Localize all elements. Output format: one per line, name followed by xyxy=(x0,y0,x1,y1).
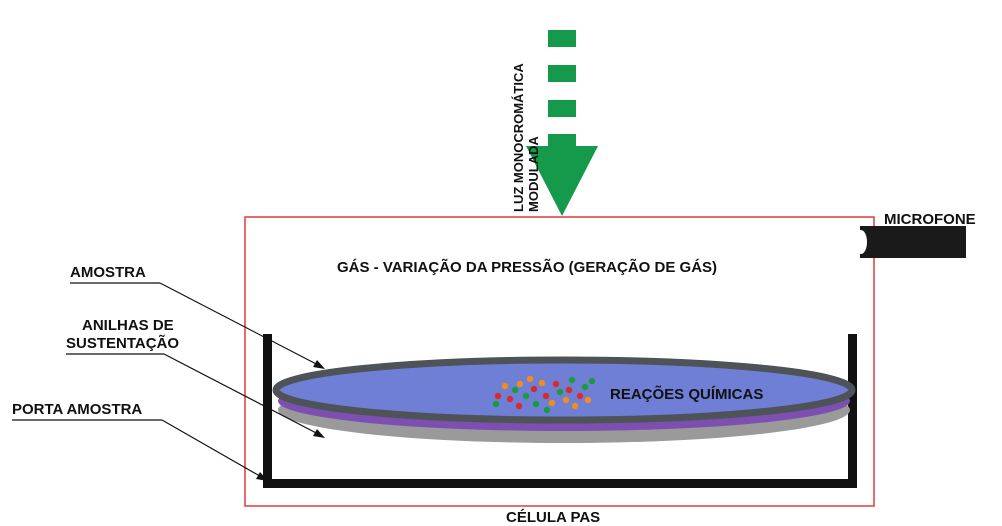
reaction-particles xyxy=(492,375,596,414)
particle xyxy=(516,380,524,388)
particle xyxy=(588,377,596,385)
modulated-light-arrow xyxy=(526,30,598,216)
particle xyxy=(576,392,584,400)
particle xyxy=(543,406,551,414)
particle xyxy=(548,399,556,407)
pas-cell-outline xyxy=(244,216,875,507)
sample-leader-line xyxy=(159,282,323,368)
sample-holder-arrowhead xyxy=(256,472,268,481)
particle xyxy=(511,386,519,394)
particle xyxy=(501,382,509,390)
sample-disc xyxy=(272,356,856,424)
particle xyxy=(494,392,502,400)
gas-label: GÁS - VARIAÇÃO DA PRESSÃO (GERAÇÃO DE GÁ… xyxy=(337,258,717,276)
particle xyxy=(522,392,530,400)
reactions-label: REAÇÕES QUÍMICAS xyxy=(610,385,763,403)
particle xyxy=(515,402,523,410)
arrow-head xyxy=(526,146,598,216)
sample-arrowhead xyxy=(313,360,325,369)
particle xyxy=(568,376,576,384)
particle xyxy=(492,400,500,408)
support-rings-arrowhead xyxy=(313,429,325,438)
particle xyxy=(530,385,538,393)
microphone-label: MICROFONE xyxy=(884,211,976,228)
cell-label: CÉLULA PAS xyxy=(506,509,600,526)
microphone-icon xyxy=(860,226,966,258)
particle xyxy=(552,380,560,388)
sample-holder-leader-line xyxy=(161,419,266,480)
light-label-line-1: LUZ MONOCROMÁTICA xyxy=(511,63,526,212)
microphone-end xyxy=(855,230,867,254)
particle xyxy=(532,400,540,408)
light-label-line-2: MODULADA xyxy=(526,136,541,212)
particle xyxy=(584,396,592,404)
particle xyxy=(565,386,573,394)
arrow-dash-1 xyxy=(548,30,576,47)
arrow-dash-3 xyxy=(548,100,576,117)
support-rings-label-line-1: ANILHAS DE xyxy=(82,317,174,334)
particle xyxy=(556,388,564,396)
sample-holder-label: PORTA AMOSTRA xyxy=(12,401,142,418)
particle xyxy=(571,402,579,410)
arrow-dash-2 xyxy=(548,65,576,82)
support-rings-leader-line xyxy=(163,353,323,437)
sample-label: AMOSTRA xyxy=(70,264,146,281)
particle xyxy=(562,396,570,404)
arrow-dash-4 xyxy=(548,134,576,146)
particle xyxy=(542,392,550,400)
particle xyxy=(506,395,514,403)
particle xyxy=(526,375,534,383)
particle xyxy=(581,383,589,391)
support-rings-label-line-2: SUSTENTAÇÃO xyxy=(66,334,179,352)
particle xyxy=(538,379,546,387)
